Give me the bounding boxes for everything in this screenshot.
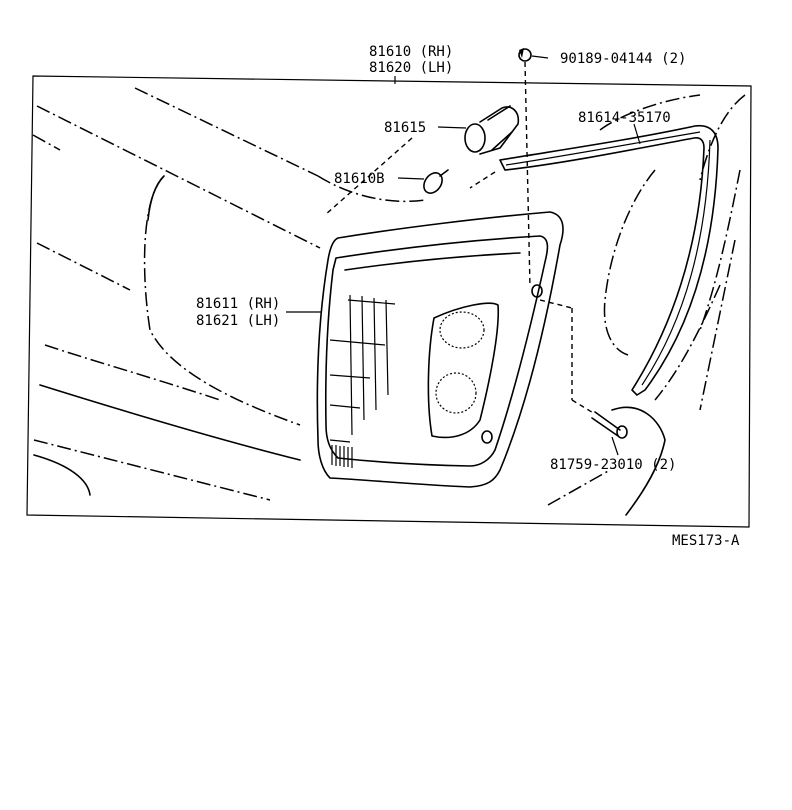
diagram-code: MES173-A <box>672 533 740 549</box>
label-bulb: 81610B <box>334 171 385 187</box>
label-screw: 81759-23010 (2) <box>550 457 676 473</box>
screw-part <box>591 411 628 439</box>
assembly-guides <box>324 61 596 415</box>
diagram-frame <box>26 75 752 528</box>
label-socket: 81615 <box>384 120 426 136</box>
socket-part <box>464 105 520 155</box>
label-lens-lh: 81621 (LH) <box>196 313 280 329</box>
label-lens-rh: 81611 (RH) <box>196 296 280 312</box>
leader-lines <box>286 55 641 456</box>
vehicle-body-outline <box>32 87 746 516</box>
clip-part <box>518 48 532 62</box>
label-clip: 90189-04144 (2) <box>560 51 686 67</box>
label-gasket: 81614-35170 <box>578 110 671 126</box>
label-lamp-assy-lh: 81620 (LH) <box>369 60 453 76</box>
lamp-lens <box>316 211 564 488</box>
bulb-part <box>423 169 449 194</box>
label-lamp-assy-rh: 81610 (RH) <box>369 44 453 60</box>
